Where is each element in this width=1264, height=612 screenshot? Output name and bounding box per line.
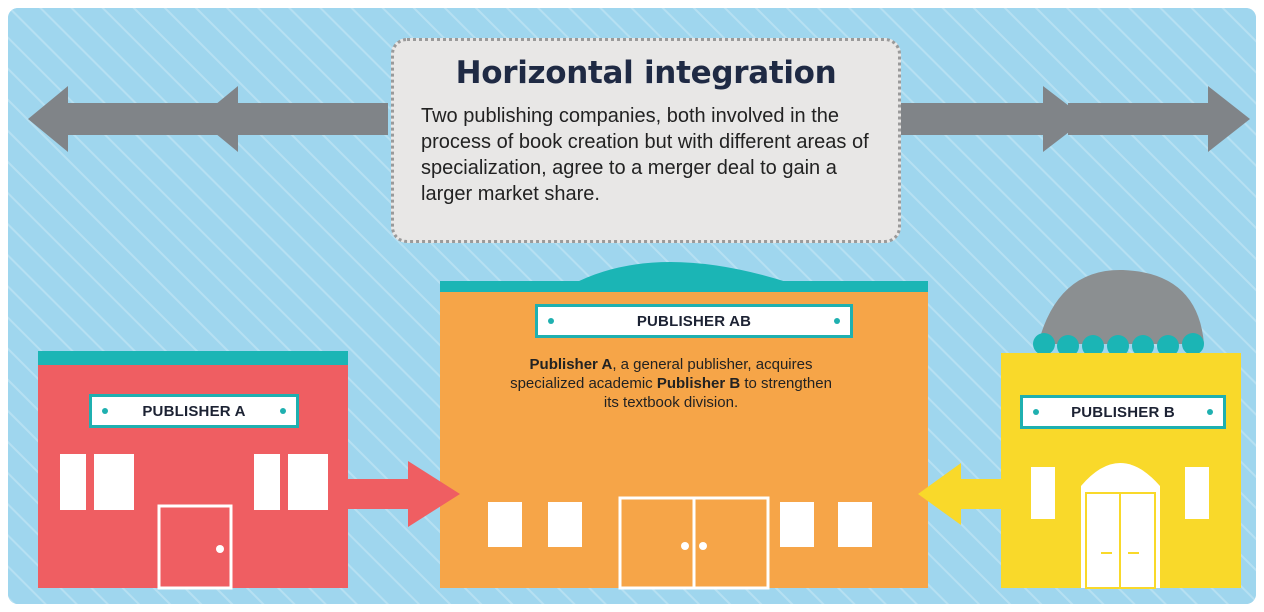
publisher-a-building: [38, 351, 348, 590]
publisher-a-sign: PUBLISHER A: [89, 394, 299, 428]
publisher-a-window: [254, 454, 280, 510]
right-double-arrow: [898, 86, 1250, 152]
publisher-ab-window: [838, 502, 872, 547]
left-double-arrow: [28, 86, 388, 152]
publisher-a-door: [157, 504, 233, 590]
merger-text-1: , a general publisher, acquires speciali…: [510, 356, 813, 392]
publisher-ab-sign: PUBLISHER AB: [535, 304, 853, 338]
title-callout: Horizontal integration Two publishing co…: [391, 38, 901, 243]
publisher-ab-dome: [573, 262, 793, 284]
publisher-ab-window: [780, 502, 814, 547]
publisher-b-mention: Publisher B: [656, 375, 741, 392]
publisher-ab-window: [488, 502, 522, 547]
publisher-a-roof: [38, 351, 348, 365]
publisher-b-window: [1185, 467, 1209, 519]
publisher-b-sign: PUBLISHER B: [1020, 395, 1226, 429]
merger-text-2: to strengthen its textbook division.: [603, 375, 832, 411]
publisher-b-label: PUBLISHER B: [1071, 403, 1175, 421]
diagram-title: Horizontal integration: [455, 55, 837, 91]
publisher-a-window: [60, 454, 86, 510]
publisher-b-building: [1001, 269, 1241, 589]
publisher-a-window: [94, 454, 134, 510]
arrow-b-to-ab: [918, 463, 1001, 525]
publisher-a-label: PUBLISHER A: [142, 402, 246, 420]
publisher-ab-building: [440, 262, 928, 590]
publisher-a-window: [288, 454, 328, 510]
publisher-b-window: [1031, 467, 1055, 519]
merger-description: Publisher A, a general publisher, acquir…: [506, 355, 836, 412]
publisher-ab-roof: [440, 281, 928, 292]
publisher-b-dome: [1038, 269, 1204, 344]
arrow-a-to-ab: [348, 461, 460, 527]
publisher-ab-window: [548, 502, 582, 547]
publisher-a-mention: Publisher A: [529, 356, 613, 373]
publisher-ab-label: PUBLISHER AB: [636, 312, 752, 330]
diagram-description: Two publishing companies, both involved …: [421, 105, 869, 205]
background-panel: Horizontal integration Two publishing co…: [8, 8, 1256, 604]
